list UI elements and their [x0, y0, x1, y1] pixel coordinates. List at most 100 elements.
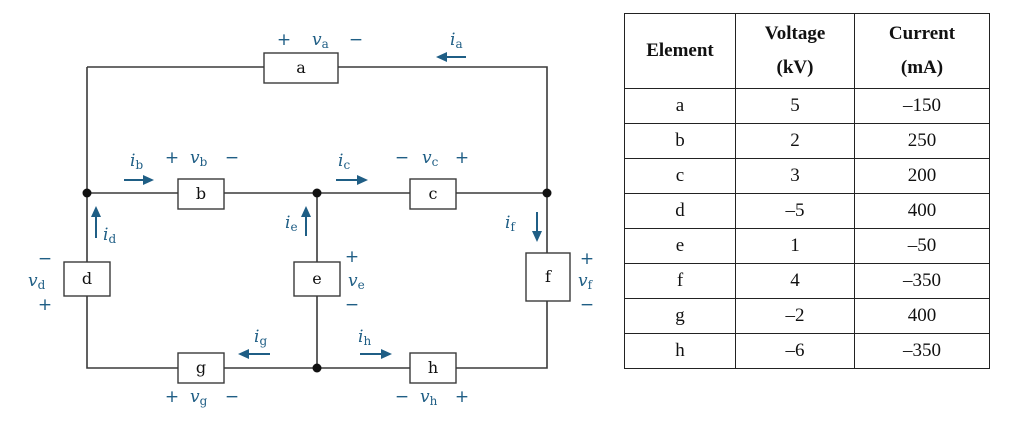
- va-label: va: [312, 30, 329, 51]
- vh-plus: +: [455, 387, 469, 407]
- node-bottom: [312, 363, 322, 373]
- ic-arrow: [336, 175, 368, 185]
- cell-current: –350: [854, 333, 990, 369]
- id-label: id: [103, 225, 116, 246]
- element-e: e: [293, 261, 341, 297]
- svg-text:h: h: [428, 358, 438, 377]
- cell-element: c: [624, 158, 736, 194]
- element-h: h: [409, 352, 457, 384]
- node-middle-top: [312, 188, 322, 198]
- va-plus: +: [277, 30, 291, 50]
- svg-text:e: e: [312, 269, 321, 288]
- ig-arrow: [238, 349, 270, 359]
- svg-text:g: g: [196, 358, 206, 377]
- table-header-row: Element Voltage(kV) Current(mA): [624, 13, 990, 89]
- element-g: g: [177, 352, 225, 384]
- ih-label: ih: [358, 327, 371, 348]
- ib-arrow: [124, 175, 154, 185]
- cell-current: 200: [854, 158, 990, 194]
- vc-plus: +: [455, 148, 469, 168]
- cell-current: 400: [854, 298, 990, 334]
- ia-label: ia: [450, 30, 463, 51]
- vh-minus: −: [395, 387, 409, 407]
- cell-voltage: –2: [735, 298, 855, 334]
- ve-minus: −: [345, 295, 359, 315]
- vb-label: vb: [190, 148, 208, 169]
- vc-minus: −: [395, 148, 409, 168]
- ve-label: ve: [348, 271, 365, 292]
- cell-element: a: [624, 88, 736, 124]
- vc-label: vc: [422, 148, 439, 169]
- ib-label: ib: [130, 151, 143, 172]
- cell-voltage: 2: [735, 123, 855, 159]
- ic-label: ic: [338, 151, 350, 172]
- element-d: d: [63, 261, 111, 297]
- vd-plus: +: [38, 295, 52, 315]
- vb-minus: −: [225, 148, 239, 168]
- header-voltage: Voltage(kV): [735, 13, 855, 89]
- svg-text:f: f: [545, 267, 552, 286]
- cell-element: b: [624, 123, 736, 159]
- table-row: h–6–350: [624, 333, 990, 369]
- if-arrow: [532, 212, 542, 242]
- element-f: f: [525, 252, 571, 302]
- cell-current: –350: [854, 263, 990, 299]
- svg-text:b: b: [196, 184, 206, 203]
- circuit-wires: [86, 66, 548, 369]
- vf-label: vf: [578, 271, 594, 292]
- circuit-diagram: a + va − ia b ib + vb − c ic − vc + d id…: [28, 30, 594, 408]
- cell-element: f: [624, 263, 736, 299]
- cell-voltage: 4: [735, 263, 855, 299]
- cell-voltage: –6: [735, 333, 855, 369]
- vb-plus: +: [165, 148, 179, 168]
- element-a: a: [263, 52, 339, 84]
- cell-voltage: –5: [735, 193, 855, 229]
- vg-plus: +: [165, 387, 179, 407]
- cell-current: –150: [854, 88, 990, 124]
- vh-label: vh: [420, 387, 438, 408]
- if-label: if: [505, 213, 516, 234]
- cell-voltage: 1: [735, 228, 855, 264]
- ig-label: ig: [254, 327, 267, 348]
- svg-text:c: c: [429, 184, 438, 203]
- cell-voltage: 3: [735, 158, 855, 194]
- svg-text:d: d: [82, 269, 92, 288]
- va-minus: −: [349, 30, 363, 50]
- ia-arrow: [436, 52, 466, 62]
- node-right: [542, 188, 552, 198]
- element-c: c: [409, 178, 457, 210]
- cell-current: –50: [854, 228, 990, 264]
- vg-label: vg: [190, 387, 208, 408]
- vf-plus: +: [580, 249, 594, 269]
- ih-arrow: [360, 349, 392, 359]
- header-current: Current(mA): [854, 13, 990, 89]
- header-element: Element: [624, 13, 736, 89]
- id-arrow: [91, 206, 101, 238]
- cell-current: 400: [854, 193, 990, 229]
- ie-label: ie: [285, 213, 298, 234]
- cell-voltage: 5: [735, 88, 855, 124]
- cell-current: 250: [854, 123, 990, 159]
- cell-element: h: [624, 333, 736, 369]
- vd-label: vd: [28, 271, 46, 292]
- vf-minus: −: [580, 295, 594, 315]
- node-left: [82, 188, 92, 198]
- cell-element: e: [624, 228, 736, 264]
- vg-minus: −: [225, 387, 239, 407]
- ie-arrow: [301, 206, 311, 236]
- element-b: b: [177, 178, 225, 210]
- svg-text:a: a: [296, 58, 306, 77]
- ve-plus: +: [345, 247, 359, 267]
- cell-element: d: [624, 193, 736, 229]
- vd-minus: −: [38, 249, 52, 269]
- cell-element: g: [624, 298, 736, 334]
